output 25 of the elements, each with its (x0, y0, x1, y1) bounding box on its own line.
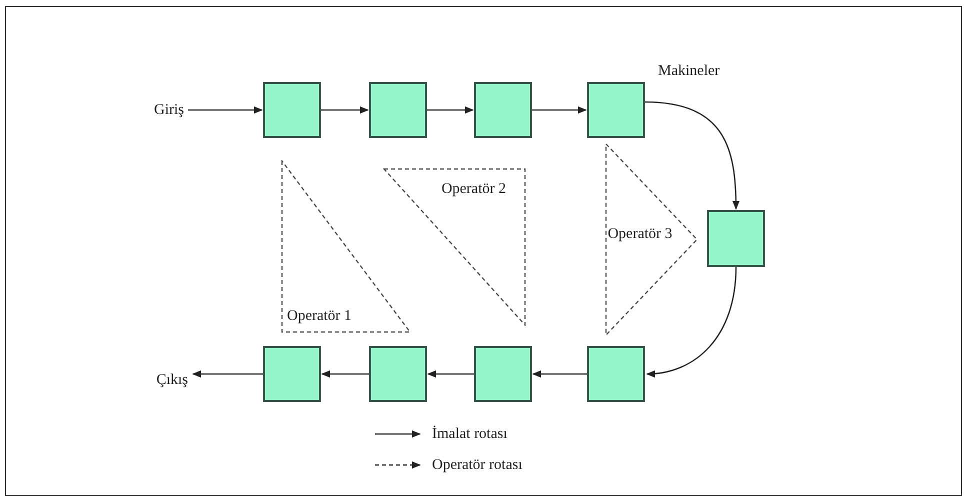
arrow (321, 106, 369, 114)
arrow (532, 106, 587, 114)
machine-box (474, 346, 532, 402)
arrow (532, 370, 587, 378)
machine-box (707, 210, 765, 267)
arrow (321, 370, 369, 378)
terminal-label: Giriş (128, 98, 188, 122)
legend-text: İmalat rotası (432, 424, 508, 444)
machine-box (474, 82, 532, 138)
machine-box (587, 346, 645, 402)
arrow (188, 106, 263, 114)
machine-box (263, 82, 321, 138)
arrow (646, 266, 737, 378)
arrow (644, 101, 740, 210)
group-label: Makineler (658, 62, 720, 81)
terminal-label: Çıkış (130, 368, 192, 392)
machine-box (587, 82, 645, 138)
arrow (427, 370, 474, 378)
arrow (192, 370, 263, 378)
machine-box (369, 82, 427, 138)
arrow (427, 106, 474, 114)
operator-label: Operatör 3 (607, 225, 673, 243)
machine-box (369, 346, 427, 402)
legend-text: Operatör rotası (432, 456, 522, 475)
machine-box (263, 346, 321, 402)
